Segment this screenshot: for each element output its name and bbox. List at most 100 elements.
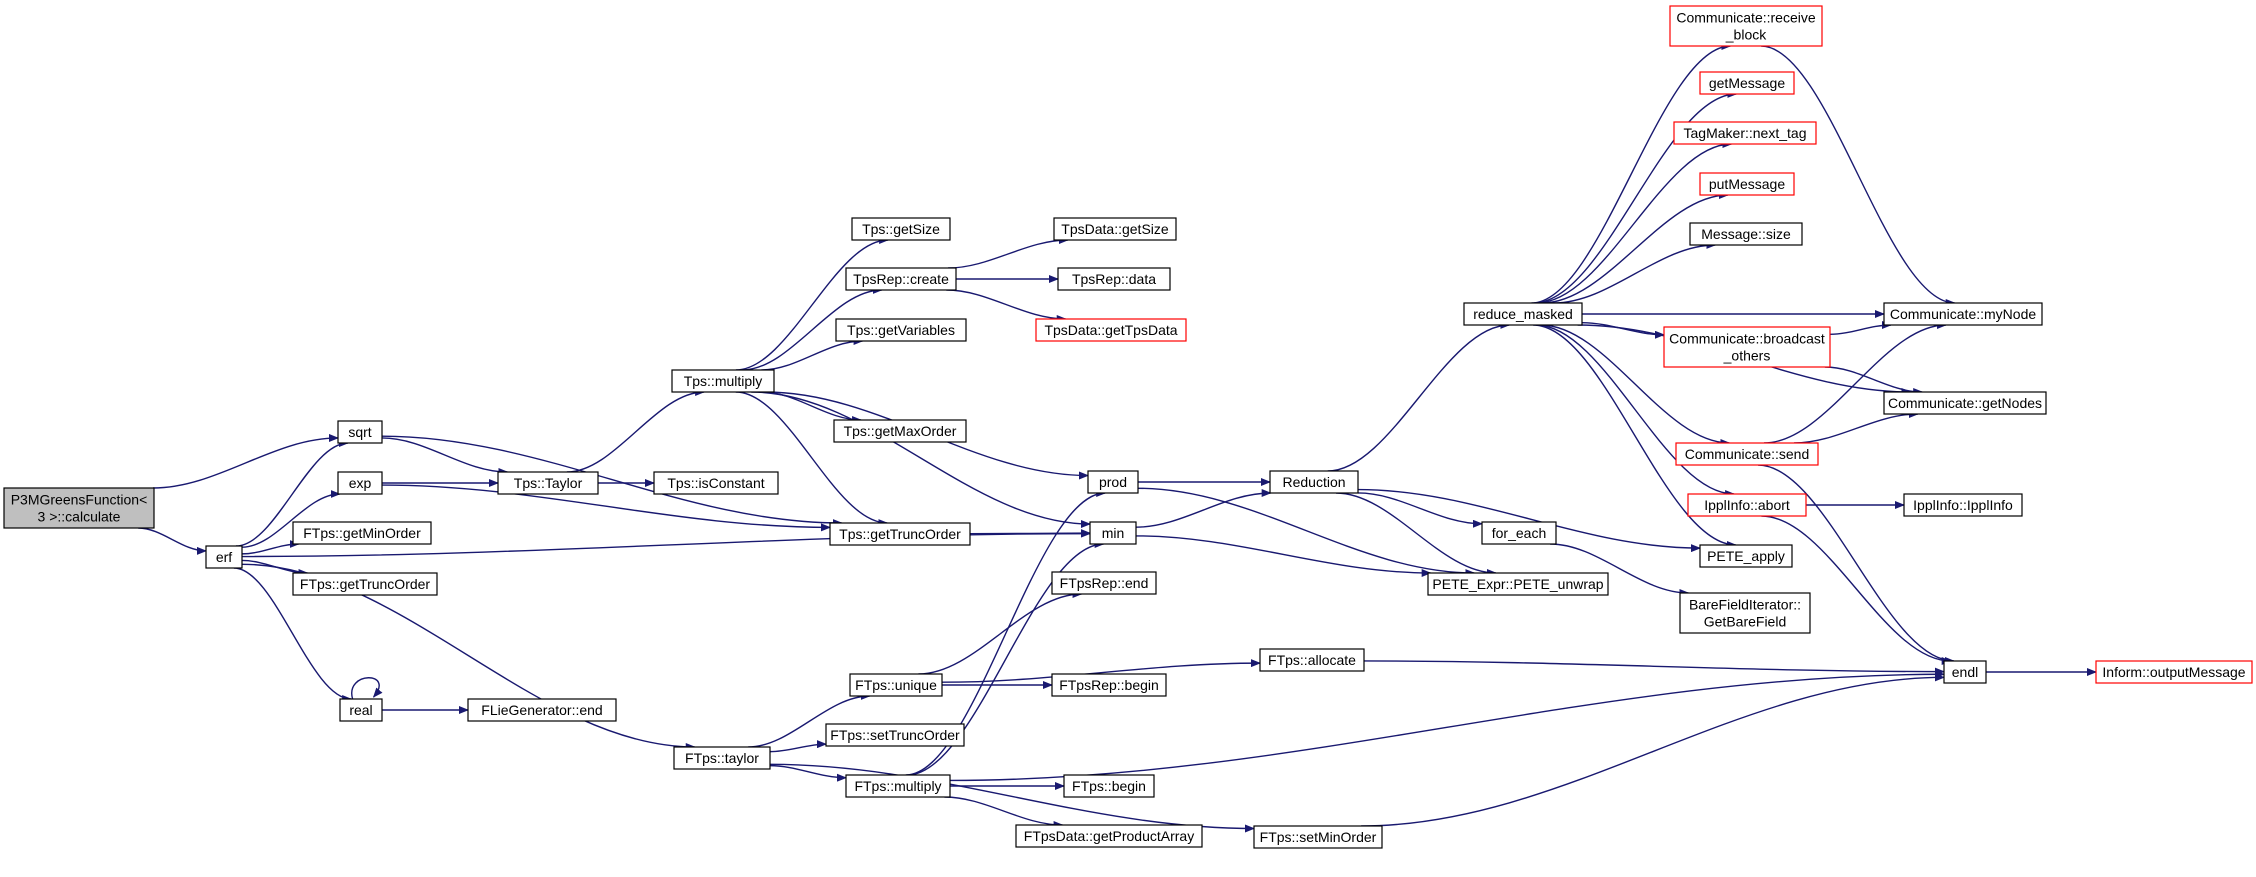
node-label: FTps::begin	[1072, 778, 1146, 794]
node-box	[339, 698, 383, 722]
edge-ftps_multiply-to-ftpsdata_getProductArray	[944, 796, 1064, 829]
edge-exp-to-tps_getTruncOrder	[381, 484, 831, 532]
node-ftps_allocate[interactable]: FTps::allocate	[1259, 648, 1365, 672]
node-tps_getVariables[interactable]: Tps::getVariables	[835, 318, 967, 342]
node-pete_apply[interactable]: PETE_apply	[1699, 544, 1793, 568]
node-box	[3, 487, 155, 529]
node-comm_broadcast_others[interactable]: Communicate::broadcast_others	[1663, 326, 1831, 368]
node-real[interactable]: real	[339, 698, 383, 722]
node-tpsdata_getTpsData[interactable]: TpsData::getTpsData	[1035, 318, 1187, 342]
node-ftps_getTruncOrder[interactable]: FTps::getTruncOrder	[292, 572, 438, 596]
node-box	[1943, 660, 1987, 684]
node-box	[845, 774, 951, 798]
node-ftps_unique[interactable]: FTps::unique	[849, 673, 943, 697]
node-box	[1883, 302, 2043, 326]
node-ftps_multiply[interactable]: FTps::multiply	[845, 774, 951, 798]
node-ftps_getMinOrder[interactable]: FTps::getMinOrder	[292, 521, 432, 545]
node-endl[interactable]: endl	[1943, 660, 1987, 684]
node-ftps_setMinOrder[interactable]: FTps::setMinOrder	[1253, 825, 1383, 849]
node-label: TpsRep::create	[853, 271, 949, 287]
edge-sqrt-to-tps_taylor	[381, 437, 509, 476]
node-ftpsdata_getProductArray[interactable]: FTpsData::getProductArray	[1015, 824, 1203, 848]
node-label: TpsRep::data	[1072, 271, 1156, 287]
node-comm_getNodes[interactable]: Communicate::getNodes	[1883, 391, 2047, 415]
node-comm_receive_block[interactable]: Communicate::receive_block	[1669, 5, 1823, 47]
edge-erf-to-real	[233, 567, 353, 703]
node-ftps_taylor[interactable]: FTps::taylor	[673, 746, 771, 770]
node-ftpsrep_begin[interactable]: FTpsRep::begin	[1051, 673, 1167, 697]
node-label: TpsData::getSize	[1061, 221, 1169, 237]
node-reduce_masked[interactable]: reduce_masked	[1463, 302, 1583, 326]
edge-ftps_taylor-to-ftps_multiply	[769, 764, 847, 782]
edge-tps_taylor-to-tps_multiply	[566, 388, 706, 473]
node-root[interactable]: P3MGreensFunction< 3 >::calculate	[3, 487, 155, 529]
node-sqrt[interactable]: sqrt	[337, 420, 383, 444]
node-tps_taylor[interactable]: Tps::Taylor	[497, 471, 599, 495]
node-message_size[interactable]: Message::size	[1689, 222, 1803, 246]
edge-comm_broadcast_others-to-comm_myNode	[1829, 321, 1892, 336]
edge-real-to-real	[351, 677, 383, 700]
node-label: min	[1102, 525, 1125, 541]
node-getMessage[interactable]: getMessage	[1699, 71, 1795, 95]
node-box	[1259, 648, 1365, 672]
edge-tps_multiply-to-tps_getVariables	[761, 337, 864, 371]
node-label: Message::size	[1701, 226, 1791, 242]
node-box	[1087, 470, 1139, 494]
node-box	[1689, 222, 1803, 246]
node-label: putMessage	[1709, 176, 1785, 192]
node-tps_isConstant[interactable]: Tps::isConstant	[653, 471, 779, 495]
node-tps_getTruncOrder[interactable]: Tps::getTruncOrder	[829, 522, 971, 546]
node-label: Communicate::broadcast	[1669, 331, 1825, 347]
node-label: FLieGenerator::end	[481, 702, 602, 718]
node-label: for_each	[1492, 525, 1546, 541]
node-box	[829, 522, 971, 546]
node-label: erf	[216, 549, 232, 565]
edge-root-to-erf	[138, 527, 207, 555]
node-tpsrep_data[interactable]: TpsRep::data	[1057, 267, 1171, 291]
node-label: Communicate::getNodes	[1888, 395, 2042, 411]
node-box	[205, 545, 243, 569]
node-exp[interactable]: exp	[337, 471, 383, 495]
node-flie_end[interactable]: FLieGenerator::end	[467, 698, 617, 722]
node-prod[interactable]: prod	[1087, 470, 1139, 494]
edge-ftps_taylor-to-ftps_setMinOrder	[769, 763, 1255, 833]
node-label: sqrt	[348, 424, 371, 440]
node-label: FTps::taylor	[685, 750, 759, 766]
node-barefield[interactable]: BareFieldIterator::GetBareField	[1679, 592, 1811, 634]
node-inform_outputMessage[interactable]: Inform::outputMessage	[2095, 660, 2253, 684]
node-box	[849, 673, 943, 697]
node-comm_myNode[interactable]: Communicate::myNode	[1883, 302, 2043, 326]
node-box	[467, 698, 617, 722]
node-box	[1089, 521, 1137, 545]
node-ftps_begin[interactable]: FTps::begin	[1063, 774, 1155, 798]
node-label: FTpsData::getProductArray	[1024, 828, 1194, 844]
edge-tps_multiply-to-tps_getTruncOrder	[735, 391, 889, 527]
node-tagmaker_next_tag[interactable]: TagMaker::next_tag	[1673, 121, 1817, 145]
node-putMessage[interactable]: putMessage	[1699, 172, 1795, 196]
node-erf[interactable]: erf	[205, 545, 243, 569]
node-label: Tps::Taylor	[514, 475, 583, 491]
node-reduction[interactable]: Reduction	[1269, 470, 1359, 494]
node-ipplinfo_ipplinfo[interactable]: IpplInfo::IpplInfo	[1903, 493, 2023, 517]
node-tps_multiply[interactable]: Tps::multiply	[671, 369, 775, 393]
node-box	[1669, 5, 1823, 47]
edge-reduction-to-for_each	[1357, 492, 1483, 528]
node-for_each[interactable]: for_each	[1481, 521, 1557, 545]
node-pete_unwrap[interactable]: PETE_Expr::PETE_unwrap	[1427, 572, 1609, 596]
node-min[interactable]: min	[1089, 521, 1137, 545]
node-label: Tps::multiply	[684, 373, 763, 389]
node-ftpsrep_end[interactable]: FTpsRep::end	[1051, 571, 1157, 595]
node-tpsrep_create[interactable]: TpsRep::create	[845, 267, 957, 291]
edge-reduce_masked-to-comm_receive_block	[1531, 42, 1732, 304]
node-box	[673, 746, 771, 770]
edge-min-to-pete_unwrap	[1135, 535, 1432, 577]
nodes-layer: P3MGreensFunction< 3 >::calculate sqrtexp…	[3, 5, 2253, 849]
node-ipplinfo_abort[interactable]: IpplInfo::abort	[1687, 493, 1807, 517]
node-box	[833, 419, 967, 443]
node-comm_send[interactable]: Communicate::send	[1675, 442, 1819, 466]
node-tps_getMaxOrder[interactable]: Tps::getMaxOrder	[833, 419, 967, 443]
node-tpsdata_getSize[interactable]: TpsData::getSize	[1053, 217, 1177, 241]
node-label: FTps::allocate	[1268, 652, 1356, 668]
node-ftps_setTruncOrder[interactable]: FTps::setTruncOrder	[825, 723, 965, 747]
node-tps_getSize[interactable]: Tps::getSize	[851, 217, 951, 241]
